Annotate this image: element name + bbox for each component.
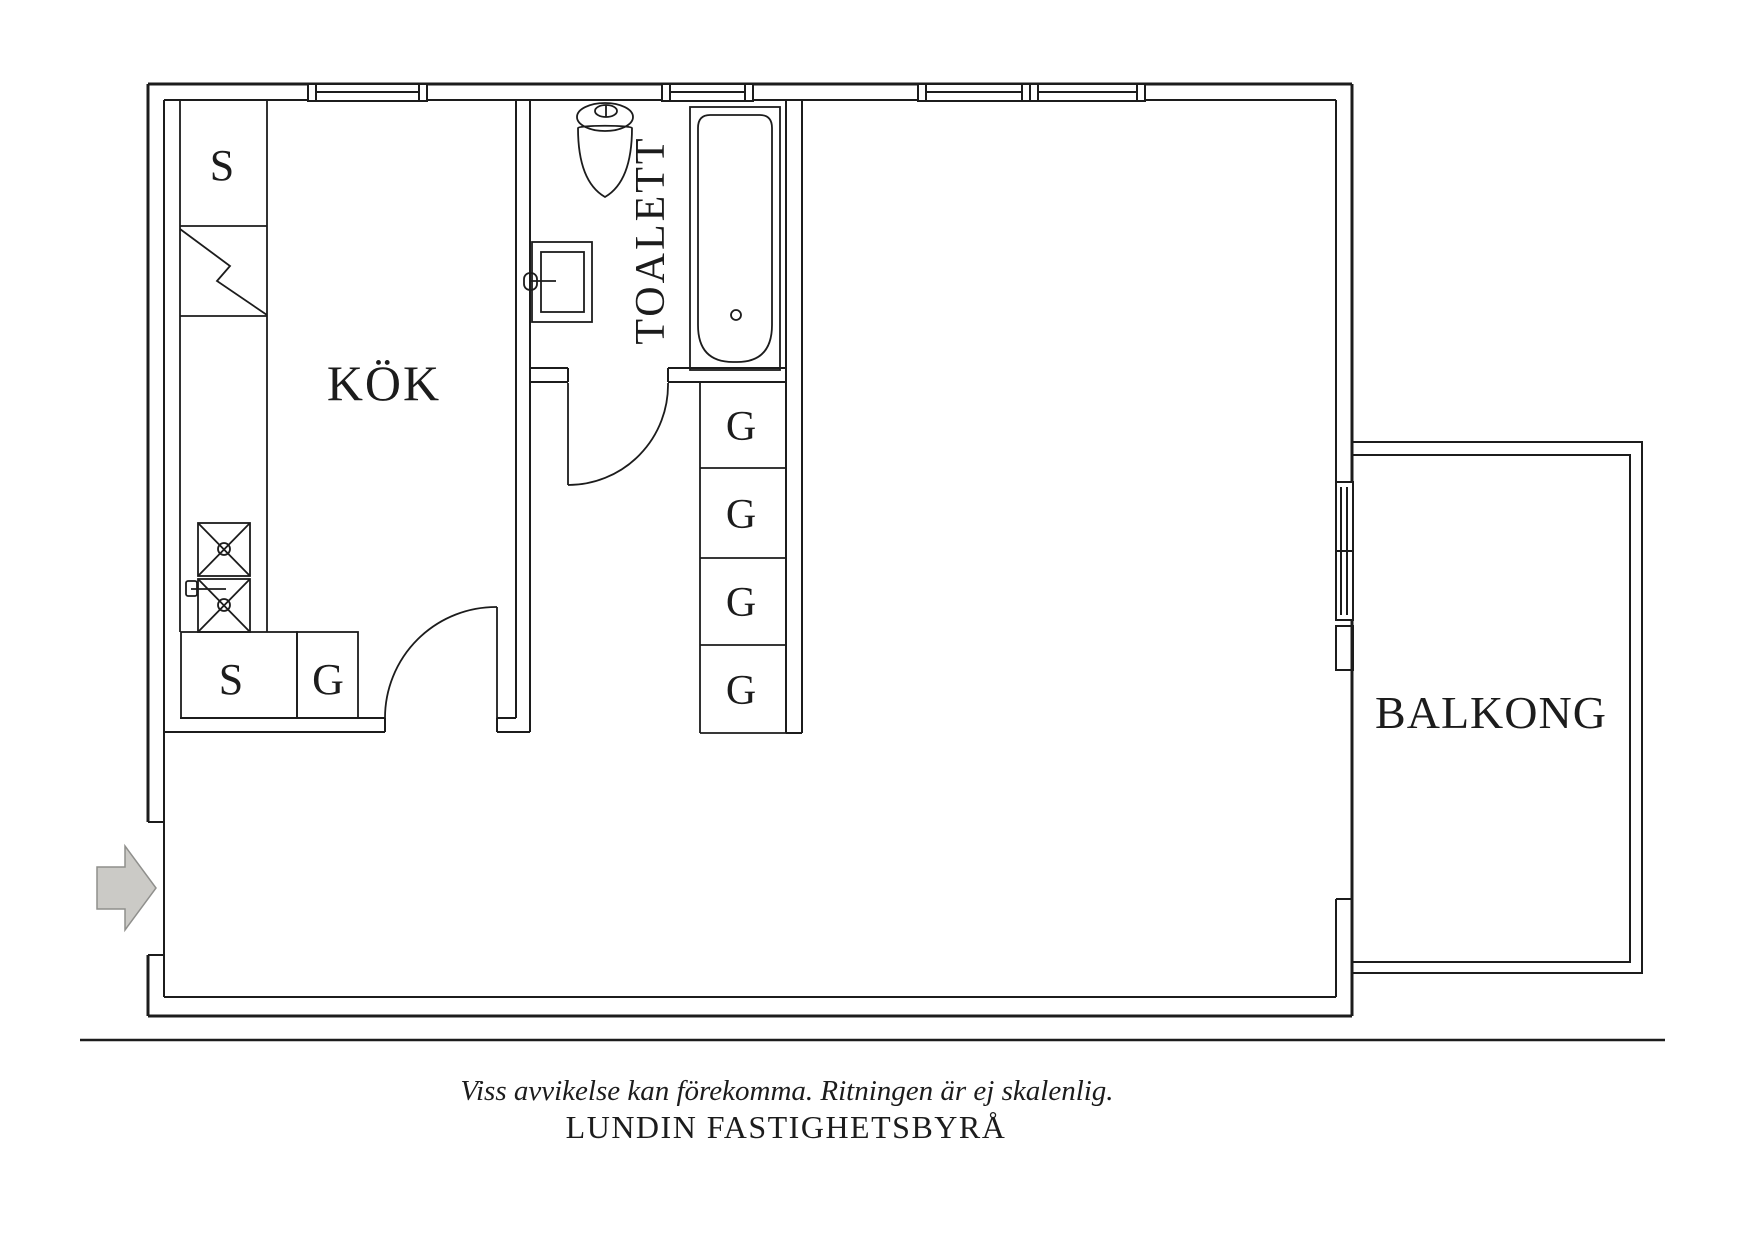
balcony-wall-openings (1335, 481, 1354, 671)
bathroom-sink-icon (523, 241, 593, 323)
closet-s-bottom-label: S (219, 655, 243, 704)
balcony-outline (1353, 441, 1643, 974)
bathroom-door (567, 382, 669, 486)
kitchen-label: KÖK (327, 355, 441, 411)
outer-walls (146, 82, 1354, 1018)
window-livingroom-left (917, 83, 1031, 102)
closet-g-hall-label: G (726, 492, 756, 538)
kitchen-lower-closets (180, 631, 359, 719)
footer-brand: LUNDIN FASTIGHETSBYRÅ (566, 1109, 1007, 1145)
entrance-arrow-icon (96, 843, 157, 933)
window-livingroom-right (1029, 83, 1146, 102)
kitchen-counter-column (179, 100, 268, 632)
footer-disclaimer: Viss avvikelse kan förekomma. Ritningen … (460, 1075, 1113, 1107)
interior-walls (164, 100, 803, 734)
closet-g-hall-label: G (726, 668, 756, 714)
kitchen-door (384, 606, 498, 719)
closet-s-top-label: S (210, 141, 234, 190)
window-kitchen (307, 83, 428, 102)
hall-closets (699, 382, 786, 734)
closet-g-kitchen-label: G (312, 655, 344, 704)
plan-lines (80, 82, 1665, 1042)
window-bathroom (661, 83, 754, 102)
toilet-icon (576, 102, 634, 199)
zigzag-symbol (179, 228, 268, 316)
kitchen-sink-icon (185, 522, 251, 633)
balcony-label: BALKONG (1375, 687, 1607, 738)
balcony-door-icon (1335, 625, 1354, 671)
bathtub-icon (689, 106, 781, 371)
closet-g-hall-label: G (726, 404, 756, 450)
closet-g-hall-label: G (726, 580, 756, 626)
toilet-label: TOALETT (628, 135, 674, 344)
